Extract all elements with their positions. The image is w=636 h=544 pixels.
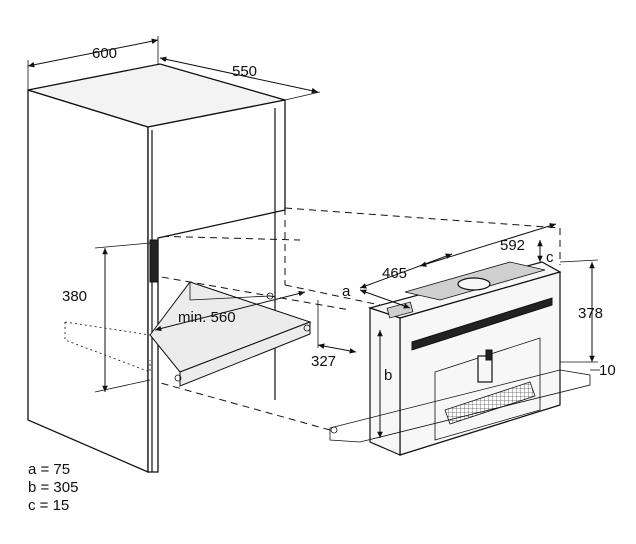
dim-niche-height: 380 — [62, 288, 87, 305]
dim-base-gap: 10 — [599, 362, 616, 379]
dim-offset-depth: 327 — [311, 353, 336, 370]
front-dark-strip — [411, 297, 553, 351]
dispenser-spout — [477, 355, 493, 383]
label-a: a — [342, 283, 351, 300]
legend: a = 75 b = 305 c = 15 — [28, 461, 78, 514]
dim-appliance-depth: 465 — [382, 265, 407, 282]
legend-item-b: b = 305 — [28, 479, 78, 496]
coffee-machine — [329, 261, 591, 456]
bean-container-lid — [457, 277, 491, 291]
legend-item-c: c = 15 — [28, 497, 69, 514]
base-roller — [330, 426, 338, 434]
dimension-lines — [27, 36, 600, 438]
tall-cabinet — [27, 63, 286, 473]
dispenser-head — [485, 349, 493, 361]
dim-appliance-width: 592 — [500, 237, 525, 254]
dim-cabinet-width: 600 — [92, 45, 117, 62]
dim-appliance-height: 378 — [578, 305, 603, 322]
shelf-screw-front — [174, 374, 182, 382]
label-b: b — [384, 367, 392, 384]
dim-cabinet-depth: 550 — [232, 63, 257, 80]
legend-item-a: a = 75 — [28, 461, 70, 478]
label-c: c — [546, 249, 554, 266]
niche-side-strip — [149, 239, 159, 283]
drip-tray — [444, 381, 536, 425]
dim-shelf-depth: min. 560 — [178, 309, 236, 326]
